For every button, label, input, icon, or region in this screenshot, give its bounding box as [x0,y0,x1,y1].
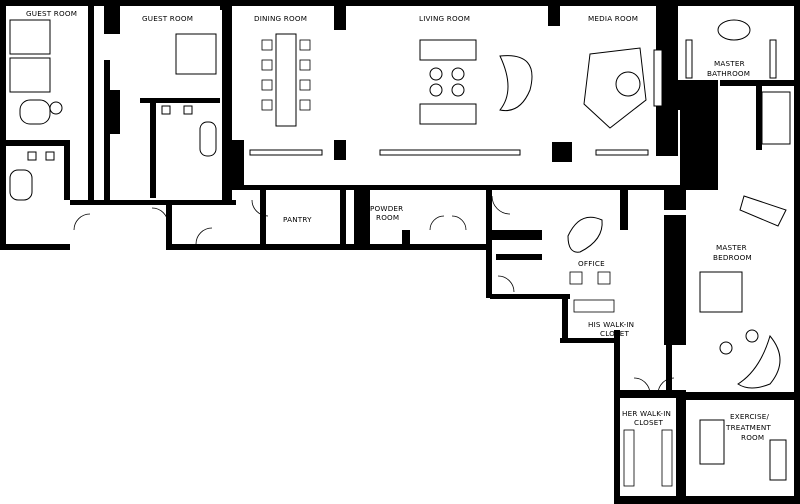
label-master-bedroom-line1: MASTER [716,243,747,252]
label-her-closet-line1: HER WALK-IN [622,409,671,418]
label-powder-room-line2: ROOM [376,213,399,222]
label-exercise-line2: TREATMENT [725,423,771,432]
doors [73,121,711,395]
label-master-bathroom-line1: MASTER [714,59,745,68]
label-guest-room-2: GUEST ROOM [142,14,193,23]
label-master-bedroom-line2: BEDROOM [713,253,752,262]
label-guest-room-1: GUEST ROOM [26,9,77,18]
label-his-closet-line1: HIS WALK-IN [588,320,634,329]
label-media-room: MEDIA ROOM [588,14,638,23]
label-master-bathroom-line2: BATHROOM [707,69,750,78]
label-her-closet-line2: CLOSET [634,418,664,427]
label-pantry: PANTRY [283,215,312,224]
room-labels: GUEST ROOM GUEST ROOM DINING ROOM LIVING… [26,9,771,442]
label-powder-room-line1: POWDER [370,204,403,213]
label-dining-room: DINING ROOM [254,14,307,23]
label-exercise-line1: EXERCISE/ [730,412,769,421]
label-living-room: LIVING ROOM [419,14,470,23]
label-exercise-line3: ROOM [741,433,764,442]
label-his-closet-line2: CLOSET [600,329,630,338]
furniture [9,19,791,487]
label-office: OFFICE [578,259,605,268]
